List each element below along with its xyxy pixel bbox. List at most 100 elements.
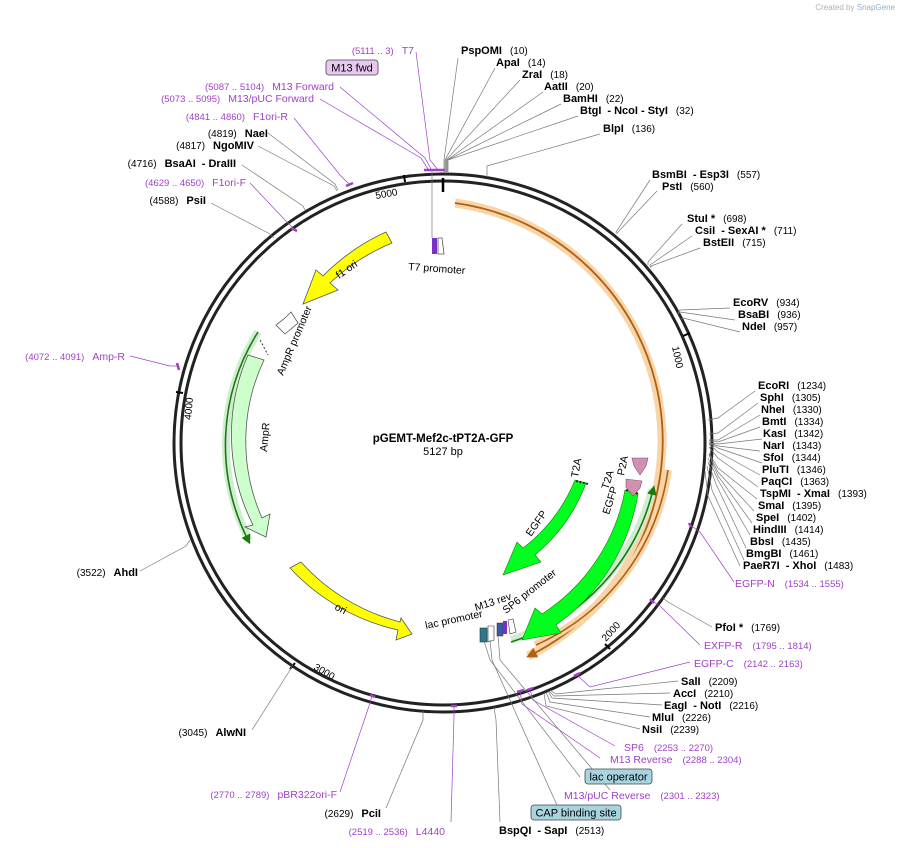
enzyme-bsmbi: BsmBI- Esp3I(557) [652, 169, 760, 181]
enzyme-hindiii: HindIII(1414) [753, 524, 824, 536]
tick-1000 [682, 332, 691, 337]
t2a-label-1: T2A [599, 469, 616, 491]
enzyme-blpi: BlpI(136) [603, 123, 655, 135]
m13-fwd-box: M13 fwd [325, 59, 379, 76]
tick-label-2000: 2000 [600, 620, 623, 644]
enzyme-alwni: (3045)AlwNI [179, 727, 246, 739]
enzyme-sphi: SphI(1305) [760, 392, 821, 404]
primer-sp6: SP6(2253 .. 2270) [624, 742, 713, 754]
enzyme-nsii: NsiI(2239) [642, 724, 699, 736]
insert-arc-outer-line [454, 202, 664, 658]
tick-4000 [175, 391, 184, 394]
egfp-outer-arrow [521, 489, 639, 641]
primer-m13-puc-forward: (5073 .. 5095)M13/pUC Forward [161, 93, 314, 105]
enzyme-pfoi: PfoI *(1769) [715, 622, 780, 634]
enzyme-bmgbi: BmgBI(1461) [746, 548, 818, 560]
enzyme-labels-bottom: SalI(2209) AccI(2210) EagI- NotI(2216) M… [499, 676, 758, 837]
tick-2000 [604, 643, 611, 650]
tick-label-4000: 4000 [183, 397, 196, 421]
credit-prefix: Created by [815, 3, 855, 12]
enzyme-acci: AccI(2210) [673, 688, 733, 700]
enzyme-spei: SpeI(1402) [756, 512, 816, 524]
tick-label-5000: 5000 [375, 187, 399, 202]
enzyme-bamhi: BamHI(22) [563, 93, 624, 105]
ori-arrow [289, 561, 413, 641]
enzyme-labels-right: EcoRI(1234) SphI(1305) NheI(1330) BmtI(1… [715, 380, 867, 634]
mark-amp-r [175, 362, 181, 371]
mark-f1ori-f [290, 226, 298, 233]
enzyme-eagi: EagI- NotI(2216) [664, 700, 758, 712]
ampr-arrow [231, 354, 271, 538]
ampr-arc-green-line [224, 331, 259, 545]
enzyme-stui: StuI *(698) [687, 213, 746, 225]
mark-pbr322 [369, 693, 376, 699]
snapgene-credit: Created by SnapGene [815, 3, 895, 12]
p2a-label: P2A [615, 455, 631, 477]
enzyme-bsteii: BstEII(715) [703, 237, 766, 249]
enzyme-bsaai: (4716)BsaAI- DraIII [128, 158, 236, 170]
egfp-inner-arrow [502, 479, 587, 576]
enzyme-aatii: AatII(20) [544, 81, 594, 93]
t7-promoter-arrow [437, 237, 445, 255]
enzyme-ndei: NdeI(957) [742, 321, 797, 333]
enzyme-bsabi: BsaBI(936) [738, 309, 801, 321]
f1-ori-arrow [302, 231, 393, 305]
primer-egfp-c: EGFP-C(2142 .. 2163) [694, 658, 803, 670]
t2a-label-2: T2A [569, 457, 584, 478]
primer-amp-r: (4072 .. 4091)Amp-R [25, 351, 125, 363]
t7-promoter-mark [432, 238, 437, 254]
enzyme-pcii: (2629)PciI [325, 808, 381, 820]
primer-exfp-r: EXFP-R(1795 .. 1814) [704, 640, 812, 652]
enzyme-kasi: KasI(1342) [763, 428, 823, 440]
enzyme-paqci: PaqCI(1363) [761, 476, 829, 488]
primer-t7: (5111 .. 3)T7 [352, 45, 414, 57]
enzyme-sfoi: SfoI(1344) [763, 452, 821, 464]
enzyme-bspqi: BspQI- SapI(2513) [499, 825, 604, 837]
enzyme-ahdi: (3522)AhdI [77, 567, 138, 579]
lac-operator-box-label: lac operator [589, 772, 647, 784]
enzyme-sali: SalI(2209) [681, 676, 737, 688]
plasmid-size: 5127 bp [423, 446, 463, 458]
enzyme-tspmi: TspMI- XmaI(1393) [760, 488, 867, 500]
sp6-promoter-arrow [507, 618, 517, 635]
m13-fwd-box-label: M13 fwd [331, 63, 373, 75]
primer-m13-reverse: M13 Reverse(2288 .. 2304) [610, 754, 742, 766]
m13-rev-mark [496, 622, 504, 637]
primer-egfp-n: EGFP-N(1534 .. 1555) [735, 578, 844, 590]
primer-m13-forward: (5087 .. 5104)M13 Forward [205, 81, 334, 93]
lac-promoter-arrow [487, 625, 495, 643]
feature-leaders [431, 170, 611, 813]
mark-egfp-c [573, 671, 581, 678]
enzyme-labels-top: PspOMI(10) ApaI(14) ZraI(18) AatII(20) B… [461, 45, 801, 333]
enzyme-leaders [139, 57, 763, 823]
primer-m13-puc-reverse: M13/pUC Reverse(2301 .. 2323) [564, 790, 720, 802]
lac-operator-mark [479, 627, 488, 643]
enzyme-apai: ApaI(14) [496, 57, 546, 69]
enzyme-bbsi: BbsI(1435) [750, 536, 811, 548]
sp6-mark [503, 621, 507, 634]
enzyme-naei: (4819)NaeI [208, 128, 268, 140]
enzyme-pluti: PluTI(1346) [762, 464, 826, 476]
tick-label-1000: 1000 [669, 345, 684, 369]
primer-pbr322ori-f: (2770 .. 2789)pBR322ori-F [210, 789, 337, 801]
cap-box: CAP binding site [530, 804, 622, 821]
plasmid-name: pGEMT-Mef2c-tPT2A-GFP [373, 433, 514, 445]
enzyme-nhei: NheI(1330) [761, 404, 822, 416]
t7-promoter-label: T7 promoter [408, 261, 466, 277]
snapgene-logo: SnapGene [856, 3, 895, 12]
lac-promoter-label: lac promoter [424, 608, 484, 632]
primer-labels: (5111 .. 3)T7 (5087 .. 5104)M13 Forward … [25, 45, 844, 838]
ori-label: ori [333, 601, 349, 617]
primer-f1ori-f: (4629 .. 4650)F1ori-F [145, 177, 246, 189]
tick-5000 [403, 174, 406, 183]
mark-m13rev [516, 688, 525, 694]
enzyme-psti: PstI(560) [662, 181, 714, 193]
enzyme-labels-left: (2629)PciI (3045)AlwNI (3522)AhdI (4588)… [77, 128, 381, 820]
enzyme-mlui: MluI(2226) [652, 712, 711, 724]
enzyme-ecorv: EcoRV(934) [733, 297, 800, 309]
enzyme-ngomiv: (4817)NgoMIV [176, 140, 255, 152]
lac-operator-box: lac operator [584, 768, 653, 785]
enzyme-pspomi: PspOMI(10) [461, 45, 528, 57]
cap-box-label: CAP binding site [535, 808, 616, 820]
